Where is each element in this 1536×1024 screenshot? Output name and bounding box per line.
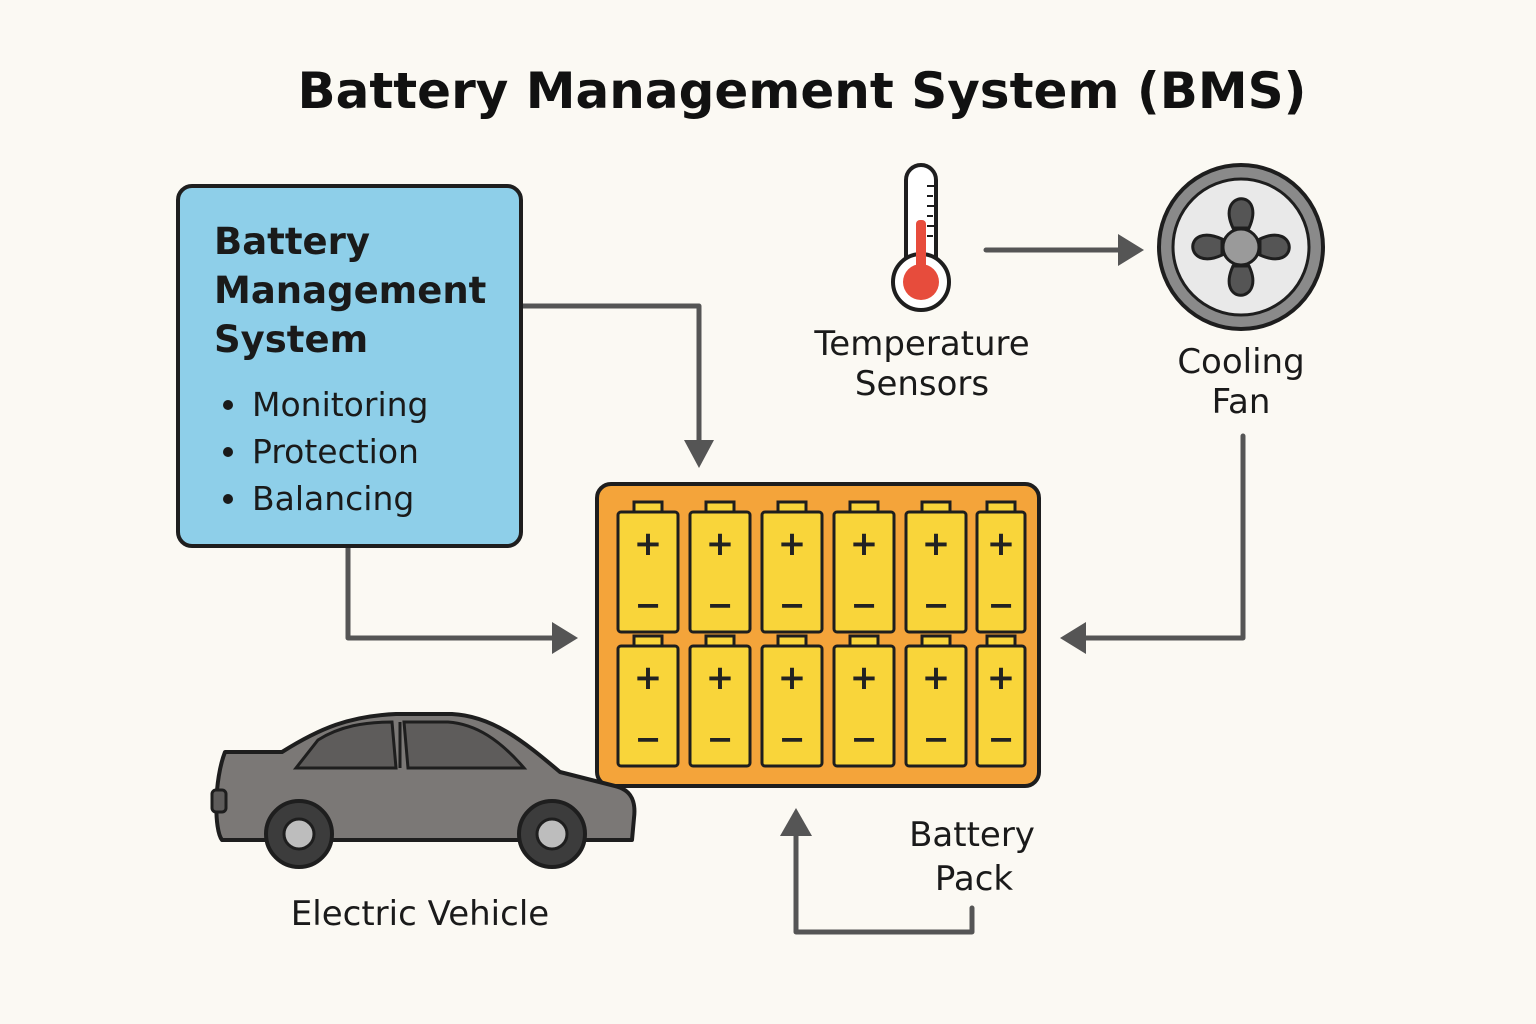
battery-cell-icon: +− xyxy=(688,634,752,768)
positive-terminal-symbol: + xyxy=(922,524,951,564)
battery-cell-icon: +− xyxy=(616,500,680,634)
battery-pack-label-line-1: Battery xyxy=(909,815,1035,855)
bms-box-title-line-2: Management xyxy=(214,269,486,312)
negative-terminal-symbol: − xyxy=(635,586,662,624)
battery-cell-icon: +− xyxy=(904,634,968,768)
positive-terminal-symbol: + xyxy=(850,658,879,698)
positive-terminal-symbol: + xyxy=(634,524,663,564)
arrow-bms-to-pack-left xyxy=(345,545,561,641)
negative-terminal-symbol: − xyxy=(988,586,1015,624)
battery-cell-icon: +− xyxy=(688,500,752,634)
negative-terminal-symbol: − xyxy=(707,720,734,758)
negative-terminal-symbol: − xyxy=(851,586,878,624)
battery-cell-icon: +− xyxy=(832,634,896,768)
connectors xyxy=(345,234,1246,935)
arrow-head-sensors-to-fan xyxy=(1118,234,1144,266)
arrow-head-bms-to-pack-top xyxy=(684,440,714,468)
cooling-fan-label-line-2: Fan xyxy=(1212,382,1271,422)
arrow-bms-to-pack-top xyxy=(519,303,702,449)
arrow-head-label-to-pack xyxy=(780,808,812,836)
battery-cell-icon: +− xyxy=(832,500,896,634)
bullet-dot xyxy=(223,400,233,410)
negative-terminal-symbol: − xyxy=(923,586,950,624)
positive-terminal-symbol: + xyxy=(706,524,735,564)
bms-box: Battery Management System Monitoring Pro… xyxy=(176,184,523,548)
arrow-fan-to-pack xyxy=(1079,433,1246,641)
bullet-dot xyxy=(223,494,233,504)
bms-function-balancing: Balancing xyxy=(252,479,414,518)
negative-terminal-symbol: − xyxy=(923,720,950,758)
battery-cell-icon: +− xyxy=(616,634,680,768)
negative-terminal-symbol: − xyxy=(779,720,806,758)
temperature-sensors-label-line-2: Sensors xyxy=(855,364,989,404)
negative-terminal-symbol: − xyxy=(707,586,734,624)
bms-function-monitoring: Monitoring xyxy=(252,385,428,424)
cooling-fan-label-line-1: Cooling xyxy=(1177,342,1304,382)
diagram-title: Battery Management System (BMS) xyxy=(298,62,1307,120)
positive-terminal-symbol: + xyxy=(634,658,663,698)
battery-cells: +−+−+−+−+−+−+−+−+−+−+−+− xyxy=(616,500,1027,768)
bms-function-protection: Protection xyxy=(252,432,419,471)
positive-terminal-symbol: + xyxy=(778,658,807,698)
positive-terminal-symbol: + xyxy=(987,524,1016,564)
positive-terminal-symbol: + xyxy=(850,524,879,564)
arrow-head-bms-to-pack-left xyxy=(552,622,578,654)
battery-cell-icon: +− xyxy=(760,634,824,768)
arrow-label-to-pack xyxy=(793,831,975,935)
arrow-head-fan-to-pack xyxy=(1060,622,1086,654)
negative-terminal-symbol: − xyxy=(851,720,878,758)
battery-cell-icon: +− xyxy=(975,500,1027,634)
battery-pack-label-line-2: Pack xyxy=(935,859,1014,899)
battery-cell-icon: +− xyxy=(904,500,968,634)
bms-box-title-line-3: System xyxy=(214,318,368,361)
negative-terminal-symbol: − xyxy=(635,720,662,758)
thermometer-icon xyxy=(891,163,951,312)
battery-pack: +−+−+−+−+−+−+−+−+−+−+−+− xyxy=(595,482,1041,788)
positive-terminal-symbol: + xyxy=(922,658,951,698)
fan-icon xyxy=(1157,163,1325,331)
negative-terminal-symbol: − xyxy=(988,720,1015,758)
bms-box-title-line-1: Battery xyxy=(214,220,370,263)
temperature-sensors-label-line-1: Temperature xyxy=(813,324,1029,364)
negative-terminal-symbol: − xyxy=(779,586,806,624)
positive-terminal-symbol: + xyxy=(987,658,1016,698)
positive-terminal-symbol: + xyxy=(778,524,807,564)
battery-cell-icon: +− xyxy=(975,634,1027,768)
bullet-dot xyxy=(223,447,233,457)
car-icon xyxy=(210,712,637,869)
electric-vehicle-label: Electric Vehicle xyxy=(291,894,549,934)
positive-terminal-symbol: + xyxy=(706,658,735,698)
battery-cell-icon: +− xyxy=(760,500,824,634)
